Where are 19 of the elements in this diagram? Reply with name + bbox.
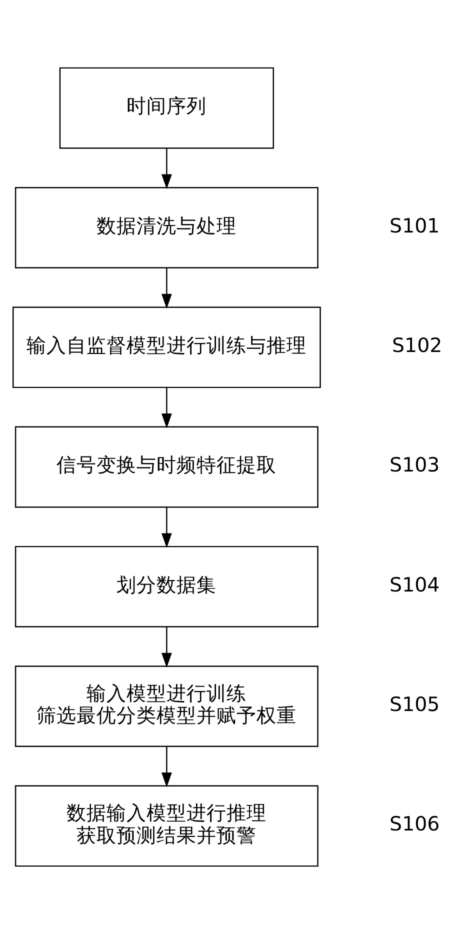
node-box: 划分数据集 [14, 546, 318, 628]
node-label: S106 [390, 812, 440, 836]
node-box: 输入模型进行训练 筛选最优分类模型并赋予权重 [14, 666, 318, 748]
arrow [162, 148, 172, 190]
arrow [162, 626, 172, 668]
node-box: 时间序列 [59, 67, 274, 149]
node-label: S104 [390, 573, 440, 596]
node-box: 数据输入模型进行推理 获取预测结果并预警 [14, 785, 318, 867]
arrow [162, 507, 172, 548]
node-label: S105 [390, 693, 440, 716]
arrow [162, 388, 172, 428]
node-box: 信号变换与时频特征提取 [14, 426, 318, 508]
arrow [162, 746, 172, 788]
node-label: S101 [390, 214, 440, 238]
node-box: 数据清洗与处理 [14, 186, 318, 268]
node-label: S102 [392, 334, 442, 358]
node-label: S103 [390, 454, 440, 477]
arrow [162, 268, 172, 309]
node-box: 输入自监督模型进行训练与推理 [12, 306, 321, 388]
